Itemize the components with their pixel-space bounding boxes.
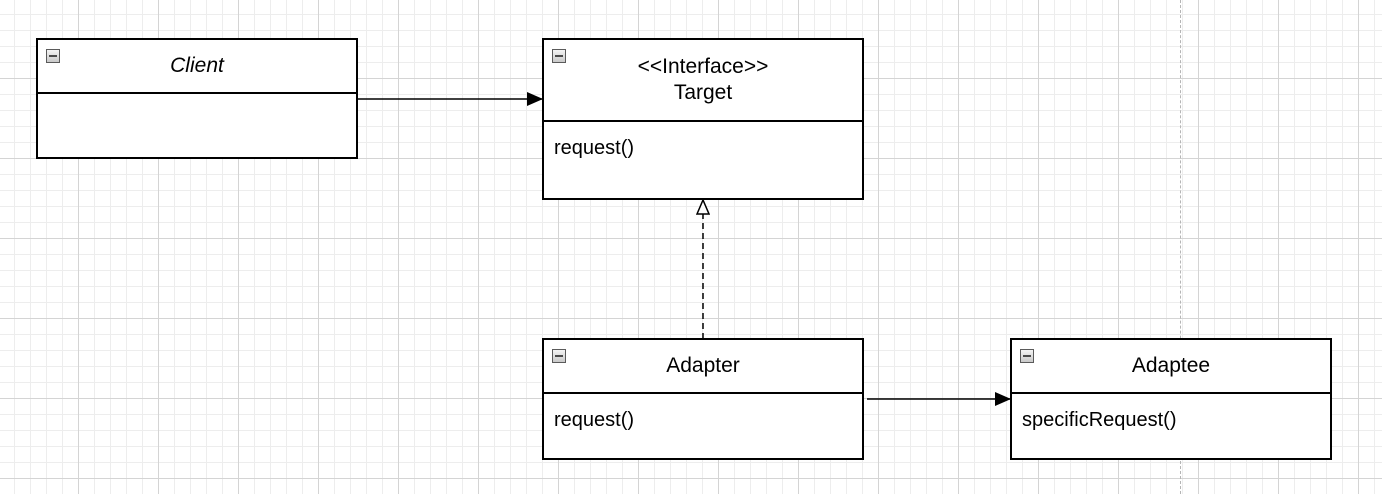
collapse-icon[interactable]: [552, 49, 566, 63]
client-class-name: Client: [170, 54, 224, 77]
target-class-methods: request(): [544, 122, 862, 160]
adapter-class-methods: request(): [544, 394, 862, 432]
adapter-class-name: Adapter: [666, 354, 740, 377]
adaptee-class-name: Adaptee: [1131, 354, 1211, 377]
page-break-line: [1180, 0, 1181, 494]
target-interface-class[interactable]: <<Interface>> Target request(): [542, 38, 864, 200]
adapter-method-request[interactable]: request(): [554, 409, 635, 431]
target-class-name: Target: [673, 81, 733, 104]
collapse-icon[interactable]: [46, 49, 60, 63]
client-class-body: [38, 94, 356, 108]
adaptee-class[interactable]: Adaptee specificRequest(): [1010, 338, 1332, 460]
collapse-icon[interactable]: [1020, 349, 1034, 363]
adaptee-method-specific-request[interactable]: specificRequest(): [1022, 409, 1177, 431]
target-method-request[interactable]: request(): [554, 137, 635, 159]
target-class-header[interactable]: <<Interface>> Target: [544, 40, 862, 122]
adaptee-class-header[interactable]: Adaptee: [1012, 340, 1330, 394]
adaptee-class-methods: specificRequest(): [1012, 394, 1330, 432]
target-stereotype: <<Interface>>: [637, 55, 769, 78]
adapter-class-header[interactable]: Adapter: [544, 340, 862, 394]
client-class-header[interactable]: Client: [38, 40, 356, 94]
adapter-class[interactable]: Adapter request(): [542, 338, 864, 460]
collapse-icon[interactable]: [552, 349, 566, 363]
client-class[interactable]: Client: [36, 38, 358, 159]
